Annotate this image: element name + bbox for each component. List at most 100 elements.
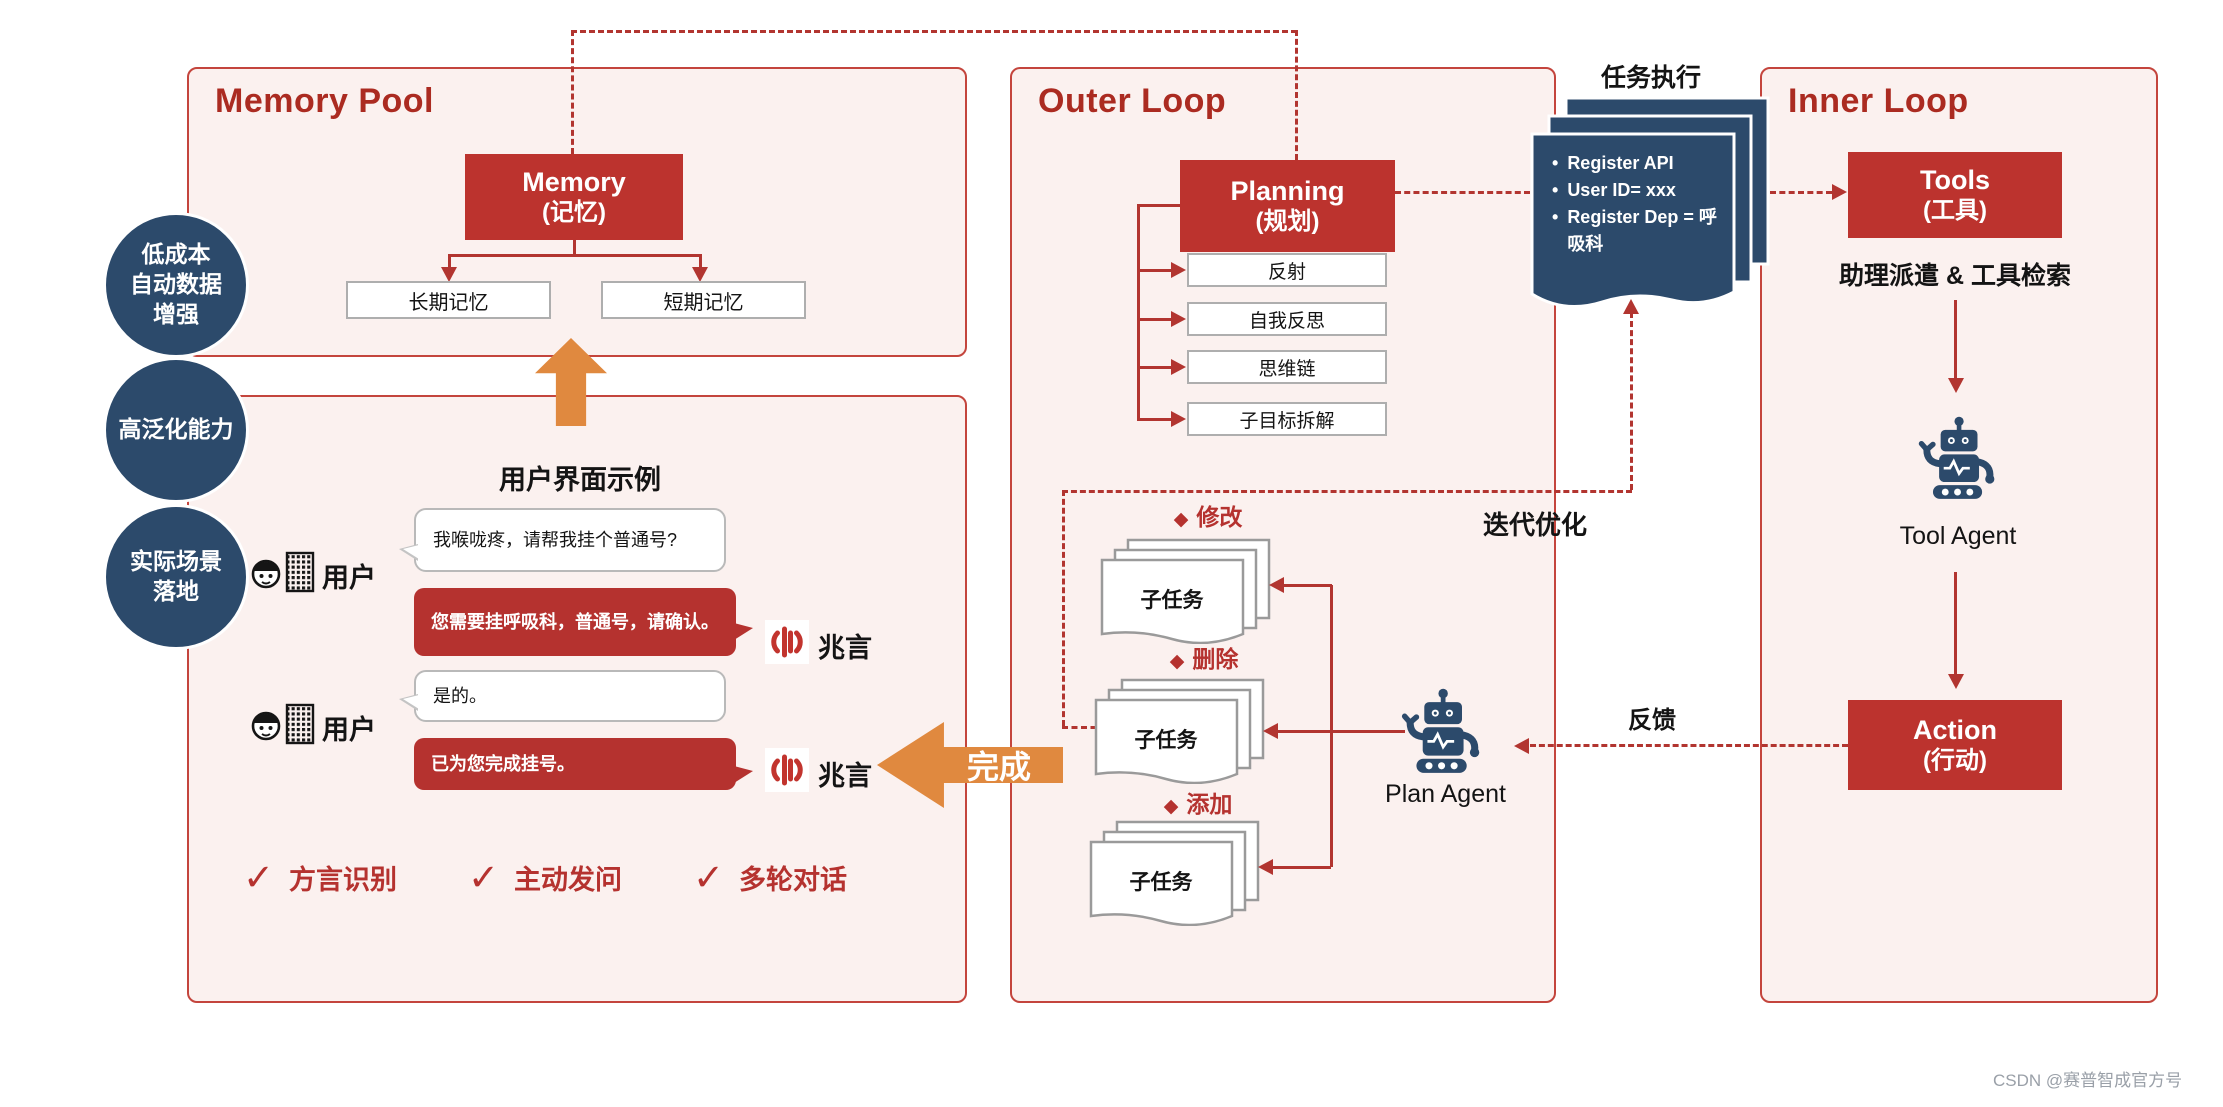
feed-stub-delete: [1278, 730, 1405, 733]
memory-box-zh: (记忆): [542, 198, 606, 226]
check-icon: ✓: [468, 857, 500, 898]
chat-text: 是的。: [433, 685, 487, 706]
bracket-stub: [1137, 269, 1173, 272]
memory-split-bar: [448, 254, 701, 257]
bracket-stub: [1137, 418, 1173, 421]
diamond-icon: ◆: [1163, 796, 1179, 817]
bubble-tail: [403, 545, 419, 559]
group-label-add: ◆ 添加: [1138, 785, 1258, 819]
iterate-dashed-left: [1062, 490, 1065, 726]
feature-dialect: ✓ 方言识别: [243, 856, 397, 899]
arrow-up-to-notes: [1623, 299, 1639, 314]
chat-bubble-user-1: 我喉咙疼，请帮我挂个普通号?: [399, 508, 726, 572]
strategy-box-cot: 思维链: [1187, 350, 1387, 384]
bot-label: 兆言: [818, 761, 872, 791]
tool-agent-label: Tool Agent: [1899, 522, 2017, 550]
arrow-into-add: [1258, 859, 1273, 875]
group-text: 修改: [1196, 504, 1243, 530]
tools-en: Tools: [1920, 165, 1990, 196]
task-notes-list: Register API User ID= xxx Register Dep =…: [1552, 150, 1728, 258]
diamond-icon: ◆: [1169, 651, 1185, 672]
chat-bubble-user-2: 是的。: [399, 670, 726, 722]
plan-agent-icon: [1398, 688, 1482, 776]
bracket-spine: [1137, 204, 1140, 420]
voice-wave-icon: [765, 748, 809, 792]
bubble-tail: [403, 695, 419, 709]
strategy-box-reflex: 反射: [1187, 253, 1387, 287]
short-term-memory-box: 短期记忆: [601, 281, 806, 319]
dashed-notes-to-tools: [1770, 191, 1832, 194]
iterate-label: 迭代优化: [1482, 510, 1587, 540]
subtask-card-label: 子任务: [1129, 871, 1193, 894]
subtask-card-label: 子任务: [1140, 589, 1204, 612]
done-arrow-label: 完成: [966, 749, 1031, 785]
feedback-label: 反馈: [1628, 707, 1676, 734]
outer-loop-title: Outer Loop: [1038, 82, 1227, 120]
arrow-to-strategy-3: [1171, 411, 1186, 427]
memory-pool-title: Memory Pool: [215, 82, 434, 120]
iterate-dashed-up: [1630, 312, 1633, 490]
feature-label: 方言识别: [289, 865, 398, 895]
tools-box: Tools (工具): [1848, 152, 2062, 238]
diamond-icon: ◆: [1173, 509, 1189, 530]
arrowhead-to-action: [1948, 674, 1964, 689]
feature-label: 主动发问: [514, 865, 623, 895]
memory-split-stem: [573, 240, 576, 255]
dispatch-label: 助理派遣 & 工具检索: [1839, 262, 2071, 290]
arrow-line-to-tool-agent: [1954, 300, 1957, 380]
arrow-into-delete: [1263, 723, 1278, 739]
iterate-dashed-bottom: [1062, 726, 1106, 729]
inner-loop-title: Inner Loop: [1788, 82, 1969, 120]
dashed-connector-top: [571, 30, 1297, 33]
dashed-connector-planning-up: [1295, 30, 1298, 160]
subtask-card-label: 子任务: [1134, 729, 1198, 752]
arrow-to-long-term: [441, 267, 457, 282]
feature-label: 多轮对话: [739, 865, 848, 895]
group-text: 添加: [1186, 791, 1233, 817]
iterate-dashed-top: [1062, 490, 1632, 493]
dashed-connector-memory-up: [571, 30, 574, 154]
memory-box: Memory (记忆): [465, 154, 683, 240]
note-item: Register Dep = 呼吸科: [1567, 207, 1717, 254]
group-label-modify: ◆ 修改: [1148, 498, 1268, 532]
planning-zh: (规划): [1255, 207, 1320, 235]
arrow-to-short-term: [692, 267, 708, 282]
watermark: CSDN @赛普智成官方号: [1993, 1071, 2183, 1090]
arrow-to-strategy-0: [1171, 262, 1186, 278]
feedback-arrowhead: [1514, 738, 1529, 754]
user-icon: [250, 550, 316, 594]
dashed-planning-to-notes: [1395, 191, 1530, 194]
arrow-to-strategy-2: [1171, 359, 1186, 375]
feature-proactive: ✓ 主动发问: [468, 856, 622, 899]
bracket-stub: [1137, 366, 1173, 369]
bracket-stub: [1137, 318, 1173, 321]
strategy-box-self-reflection: 自我反思: [1187, 302, 1387, 336]
note-item: Register API: [1567, 153, 1674, 173]
voice-wave-icon: [765, 620, 809, 664]
group-label-delete: ◆ 删除: [1144, 640, 1264, 674]
feed-stub-add: [1273, 866, 1331, 869]
planning-box: Planning (规划): [1180, 160, 1395, 252]
user-label: 用户: [322, 563, 376, 593]
bot-label: 兆言: [818, 633, 872, 663]
chat-bubble-bot-2: 已为您完成挂号。: [414, 738, 753, 790]
strategy-box-subgoal: 子目标拆解: [1187, 402, 1387, 436]
tool-agent-icon: [1915, 416, 1997, 502]
badge-generalization: 高泛化能力: [103, 357, 249, 503]
check-icon: ✓: [243, 857, 275, 898]
arrow-line-to-action: [1954, 572, 1957, 676]
feed-stub-modify: [1284, 584, 1332, 587]
action-box: Action (行动): [1848, 700, 2062, 790]
bubble-tail: [734, 623, 753, 640]
chat-text: 我喉咙疼，请帮我挂个普通号?: [433, 529, 678, 550]
feedback-dashed-line: [1530, 744, 1848, 747]
chat-text: 已为您完成挂号。: [431, 753, 575, 774]
example-title: 用户界面示例: [499, 465, 661, 495]
arrow-into-tools: [1832, 184, 1847, 200]
group-text: 删除: [1192, 646, 1239, 672]
badge-low-cost-data: 低成本 自动数据 增强: [103, 212, 249, 358]
badge-real-world: 实际场景 落地: [103, 504, 249, 650]
check-icon: ✓: [693, 857, 725, 898]
planning-en: Planning: [1230, 176, 1345, 207]
memory-split-left-drop: [448, 254, 451, 270]
